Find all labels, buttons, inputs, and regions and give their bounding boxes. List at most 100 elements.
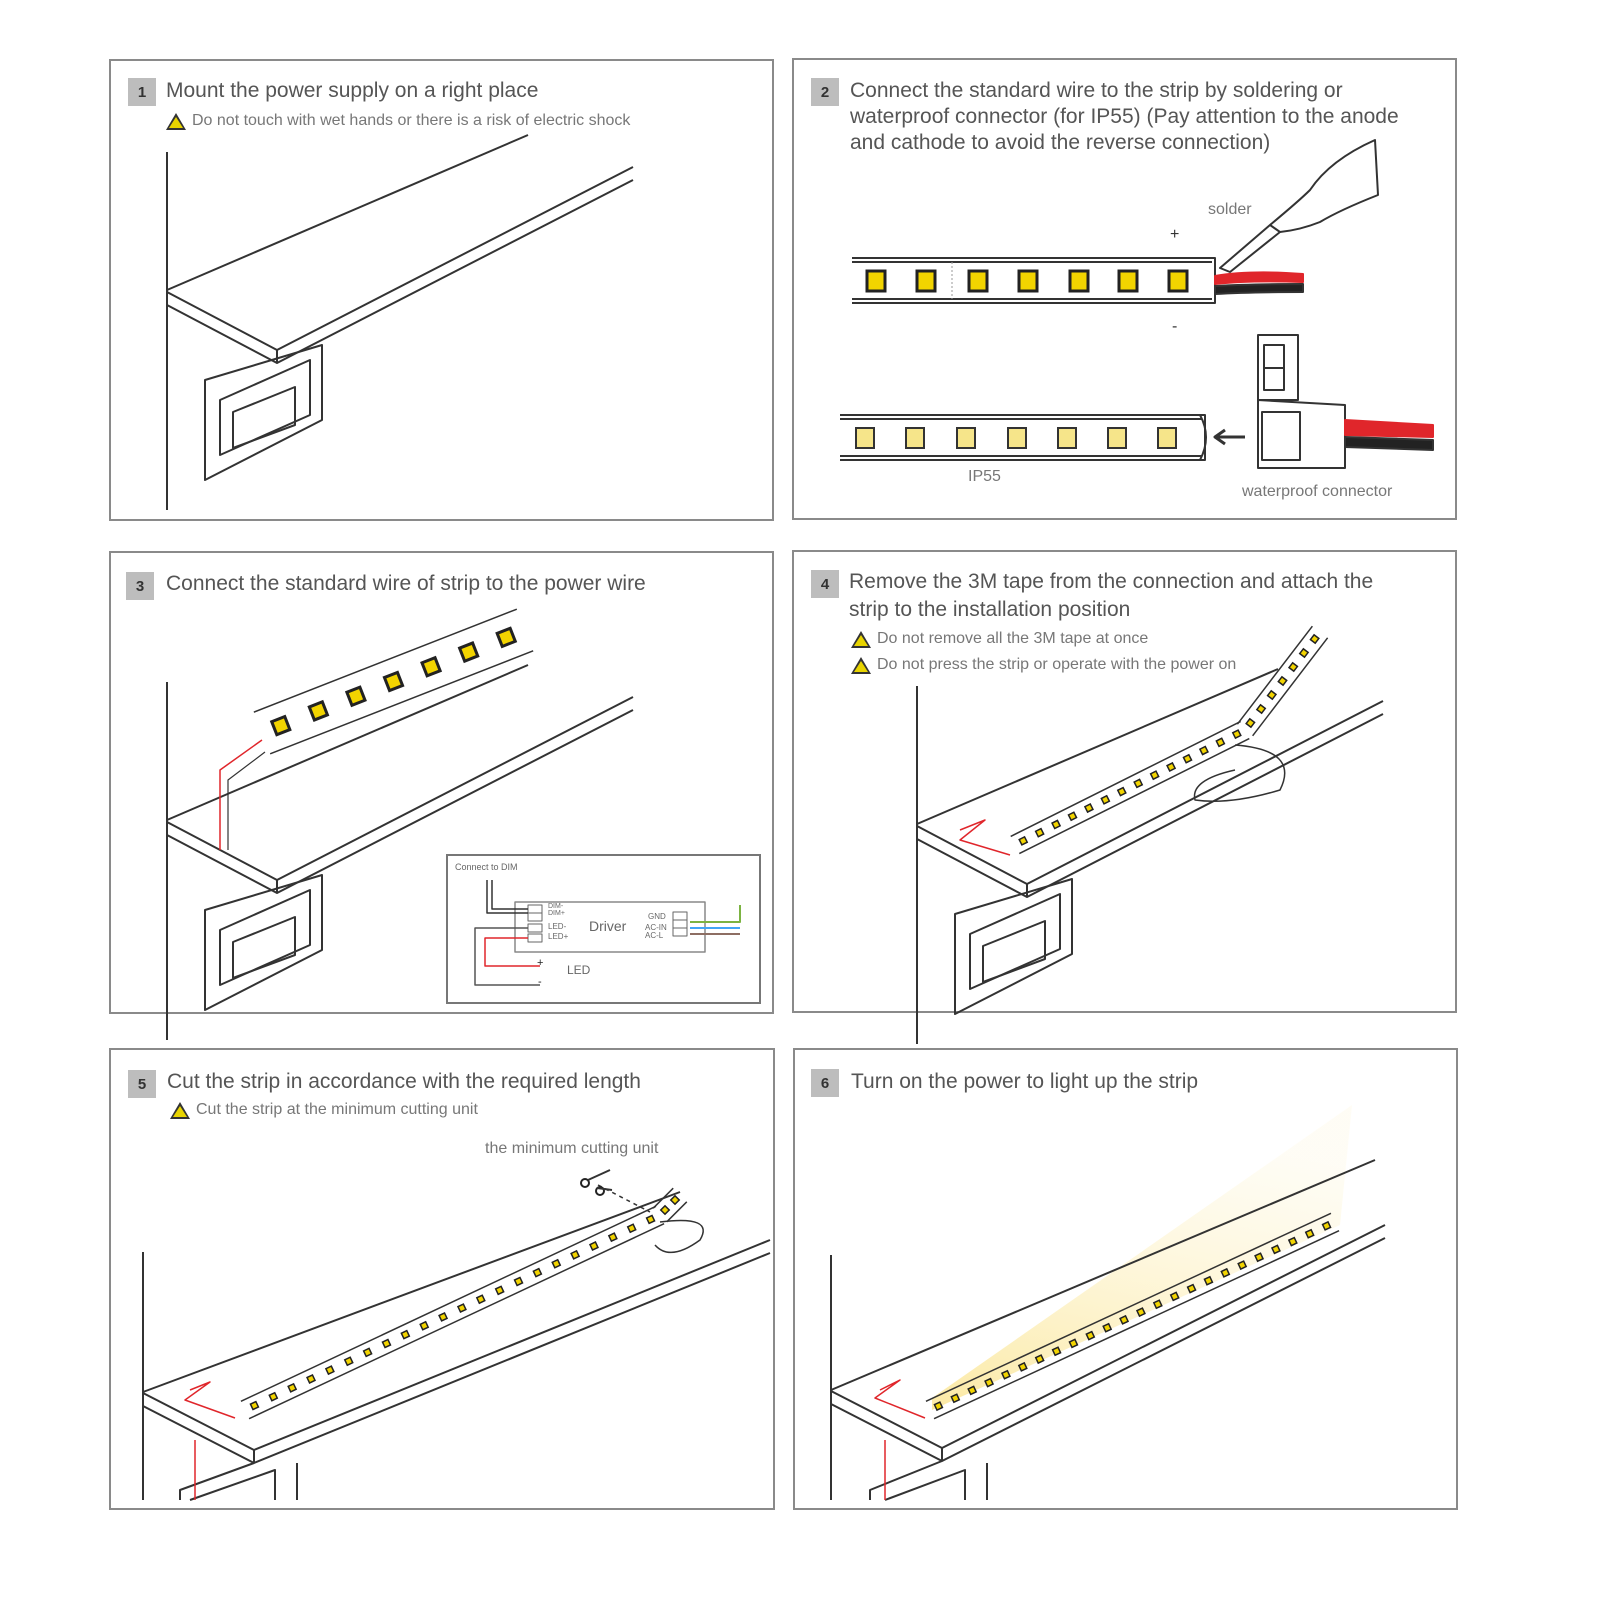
step-title-line: Remove the 3M tape from the connection a… bbox=[849, 570, 1374, 593]
warning-icon bbox=[166, 112, 186, 130]
led-chip bbox=[307, 699, 330, 722]
shelf bbox=[916, 668, 1384, 1044]
plus-label: + bbox=[1170, 226, 1180, 243]
connect-dim-label: Connect to DIM bbox=[455, 862, 518, 872]
lit-led-strip bbox=[925, 1212, 1340, 1420]
led-chip bbox=[1169, 1291, 1180, 1302]
step-title: Cut the strip in accordance with the req… bbox=[167, 1070, 641, 1093]
led-chip bbox=[419, 1320, 430, 1331]
shelf-front bbox=[830, 1224, 1386, 1462]
led-strip-loose bbox=[1236, 625, 1329, 737]
step-title-line: strip to the installation position bbox=[849, 598, 1131, 621]
step-badge: 1 bbox=[128, 78, 156, 106]
led-chip bbox=[475, 1294, 486, 1305]
connector-lid bbox=[1257, 334, 1299, 401]
led-chip bbox=[1157, 427, 1177, 449]
led-chip bbox=[1119, 1314, 1130, 1325]
wiring-drawing bbox=[166, 608, 741, 1040]
led-chip bbox=[1067, 811, 1078, 822]
black-wire bbox=[1214, 283, 1304, 295]
led-chip bbox=[967, 269, 989, 293]
driver-box bbox=[514, 901, 706, 953]
led-chip bbox=[570, 1249, 581, 1260]
led-chip bbox=[1220, 1267, 1231, 1278]
driver-diagram bbox=[474, 880, 741, 986]
led-chip bbox=[1000, 1369, 1011, 1380]
led-chip bbox=[1102, 1322, 1113, 1333]
step-title-line: waterproof connector (for IP55) (Pay att… bbox=[850, 105, 1399, 128]
scissors-blades bbox=[587, 1169, 613, 1191]
led-chip bbox=[1034, 827, 1045, 838]
led-chip bbox=[362, 1347, 373, 1358]
led-chip bbox=[494, 1285, 505, 1296]
led-chip bbox=[1034, 1354, 1045, 1365]
led-chip bbox=[382, 670, 405, 693]
led-chip bbox=[855, 427, 875, 449]
cut-strip-drawing bbox=[142, 1169, 771, 1501]
driver-terminals bbox=[527, 904, 543, 943]
soldering-and-connector-drawing bbox=[840, 139, 1434, 469]
shelf-back-edge bbox=[166, 134, 529, 291]
led-chip bbox=[268, 1391, 279, 1402]
led-chip bbox=[1287, 1236, 1298, 1247]
led-chip bbox=[1182, 753, 1193, 764]
led-strip bbox=[253, 608, 534, 755]
led-chip bbox=[343, 1356, 354, 1367]
strip-edge bbox=[253, 608, 534, 755]
warning: Do not touch with wet hands or there is … bbox=[166, 112, 630, 130]
led-chip bbox=[1198, 745, 1209, 756]
led-chip bbox=[1215, 737, 1226, 748]
led-chip bbox=[1018, 835, 1029, 846]
tape-liner bbox=[654, 1219, 704, 1254]
red-wire bbox=[959, 819, 1011, 856]
led-chip bbox=[1321, 1220, 1332, 1231]
led-chip bbox=[1277, 675, 1288, 687]
led-chip bbox=[1231, 729, 1242, 740]
step-title: Connect the standard wire of strip to th… bbox=[166, 572, 646, 595]
dim-minus-label: DIM- bbox=[548, 903, 564, 910]
led-chip bbox=[1017, 1361, 1028, 1372]
ip55-strip bbox=[840, 414, 1207, 461]
led-chip bbox=[905, 427, 925, 449]
driver-label: Driver bbox=[589, 918, 627, 934]
led-chip bbox=[344, 685, 367, 708]
led-chip bbox=[249, 1400, 260, 1411]
power-supply-unit bbox=[232, 386, 296, 449]
warning: Cut the strip at the minimum cutting uni… bbox=[170, 1101, 478, 1119]
shelf-back-edge bbox=[830, 1159, 1376, 1391]
warning: Do not press the strip or operate with t… bbox=[851, 656, 1236, 674]
hand bbox=[1269, 139, 1379, 233]
led-strip bbox=[240, 1205, 665, 1420]
led-chip bbox=[1166, 761, 1177, 772]
led-chip bbox=[420, 655, 443, 678]
strip-edge bbox=[1236, 625, 1329, 737]
led-plus-terminal: + bbox=[537, 957, 544, 969]
step-title-line: and cathode to avoid the reverse connect… bbox=[850, 131, 1271, 154]
led-chip bbox=[1117, 269, 1139, 293]
connector-body bbox=[1257, 399, 1346, 469]
led-chip bbox=[495, 626, 518, 649]
warning-text: Do not press the strip or operate with t… bbox=[877, 656, 1237, 673]
warning-icon bbox=[851, 656, 871, 674]
warning: Do not remove all the 3M tape at once bbox=[851, 630, 1148, 648]
power-supply-frame bbox=[219, 889, 311, 986]
shelf-with-power-supply-drawing bbox=[166, 134, 634, 510]
led-negative-wire bbox=[474, 927, 540, 986]
connector-label: waterproof connector bbox=[1242, 483, 1393, 500]
led-chip bbox=[1245, 717, 1256, 729]
led-chip bbox=[1100, 794, 1111, 805]
led-chip bbox=[1304, 1228, 1315, 1239]
led-chip bbox=[1017, 269, 1039, 293]
led-chip bbox=[324, 1365, 335, 1376]
step-4-panel bbox=[792, 550, 1457, 1013]
led-chip bbox=[1309, 633, 1320, 645]
led-chip bbox=[984, 1377, 995, 1388]
led-chip bbox=[1203, 1275, 1214, 1286]
shelf-front bbox=[916, 700, 1384, 898]
warning-icon bbox=[851, 630, 871, 648]
step-badge: 5 bbox=[128, 1070, 156, 1098]
scissors-icon bbox=[580, 1178, 590, 1188]
warning-text: Do not remove all the 3M tape at once bbox=[877, 630, 1149, 647]
warning-text: Cut the strip at the minimum cutting uni… bbox=[196, 1101, 478, 1118]
shelf-front bbox=[166, 696, 634, 894]
